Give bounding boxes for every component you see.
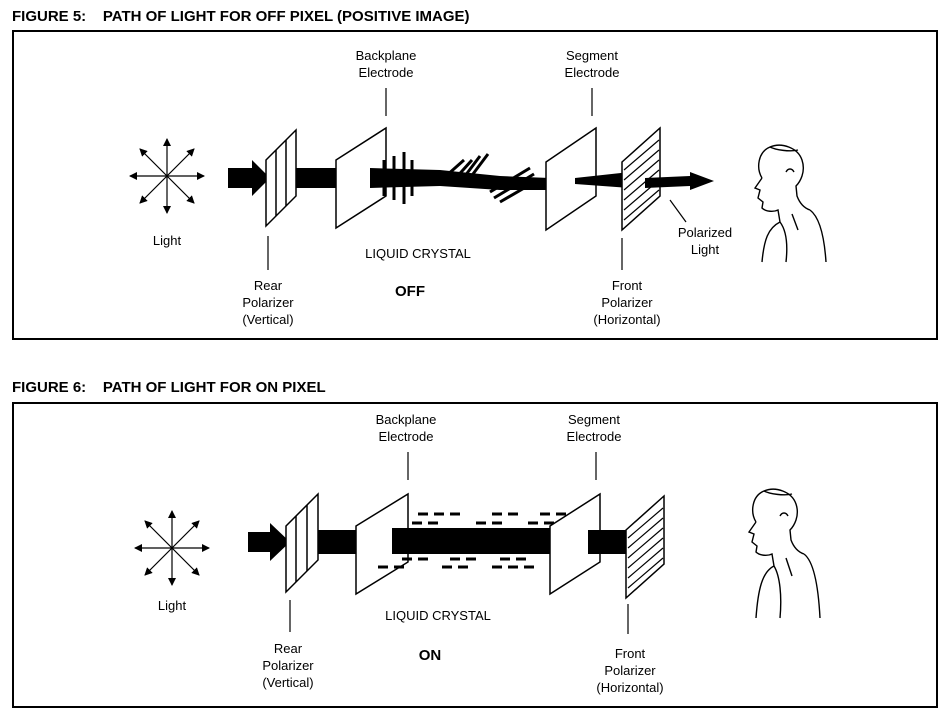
liquid-crystal-label: LIQUID CRYSTAL (365, 246, 471, 261)
backplane-label-line2: Electrode (359, 65, 414, 80)
front-polarizer-label-line2: Polarizer (604, 663, 656, 678)
rear-polarizer-label-line3: (Vertical) (262, 675, 313, 690)
backplane-electrode-plate (355, 492, 409, 596)
figure-5-diagram: Light (129, 48, 827, 327)
pixel-state-label: OFF (395, 283, 425, 300)
segment-label-line2: Electrode (565, 65, 620, 80)
backplane-electrode-plate (335, 126, 387, 230)
front-polarizer-label-line3: (Horizontal) (593, 312, 660, 327)
incoming-light-arrow (248, 523, 290, 561)
figure-6-title: PATH OF LIGHT FOR ON PIXEL (102, 379, 326, 396)
backplane-label-line2: Electrode (379, 429, 434, 444)
figure-5-frame (12, 30, 938, 340)
light-beam-segment (296, 168, 341, 188)
front-polarizer-label-line1: Front (615, 646, 646, 661)
front-polarizer-label-line3: (Horizontal) (596, 680, 663, 695)
outgoing-light-arrow (645, 172, 714, 190)
figure-5-title: PATH OF LIGHT FOR OFF PIXEL (POSITIVE IM… (102, 8, 470, 25)
light-beam-segment (392, 528, 562, 554)
segment-label-line1: Segment (566, 48, 618, 63)
liquid-crystal-molecules (378, 512, 566, 569)
polarized-light-label-line1: Polarized (678, 225, 732, 240)
light-label: Light (153, 233, 182, 248)
incoming-light-arrow (228, 160, 270, 196)
figure-6-number: FIGURE 6: (12, 379, 87, 396)
front-polarizer-label-line1: Front (612, 278, 643, 293)
light-source-icon (129, 138, 205, 214)
figure-6-diagram: Light (134, 412, 821, 695)
light-source-icon (134, 510, 210, 586)
leader-lines (289, 452, 629, 634)
liquid-crystal-molecules (382, 152, 539, 204)
leader-lines (267, 88, 687, 270)
rear-polarizer-label-line2: Polarizer (242, 295, 294, 310)
backplane-label-line1: Backplane (356, 48, 417, 63)
front-polarizer-plate (621, 126, 661, 232)
figure-6-title-row: FIGURE 6: PATH OF LIGHT FOR ON PIXEL (12, 379, 326, 396)
backplane-label-line1: Backplane (376, 412, 437, 427)
figure-5-number: FIGURE 5: (12, 8, 87, 25)
pixel-state-label: ON (419, 647, 442, 664)
rear-polarizer-plate (265, 128, 297, 228)
rear-polarizer-plate (285, 492, 319, 594)
rear-polarizer-label-line2: Polarizer (262, 658, 314, 673)
figure-5-title-row: FIGURE 5: PATH OF LIGHT FOR OFF PIXEL (P… (12, 8, 470, 25)
rear-polarizer-label-line3: (Vertical) (242, 312, 293, 327)
light-label: Light (158, 598, 187, 613)
segment-label-line1: Segment (568, 412, 620, 427)
light-beam-horizontal (575, 172, 630, 188)
rear-polarizer-label-line1: Rear (274, 641, 303, 656)
front-polarizer-label-line2: Polarizer (601, 295, 653, 310)
liquid-crystal-label: LIQUID CRYSTAL (385, 608, 491, 623)
light-beam-segment (588, 530, 628, 554)
viewer-person-icon (753, 144, 827, 263)
polarized-light-label-line2: Light (691, 242, 720, 257)
viewer-person-icon (747, 488, 821, 619)
figure-6-frame (12, 402, 938, 708)
segment-electrode-plate (545, 126, 597, 232)
segment-electrode-plate (549, 492, 601, 596)
segment-label-line2: Electrode (567, 429, 622, 444)
light-beam-segment (318, 530, 360, 554)
rear-polarizer-label-line1: Rear (254, 278, 283, 293)
front-polarizer-plate (625, 494, 665, 600)
